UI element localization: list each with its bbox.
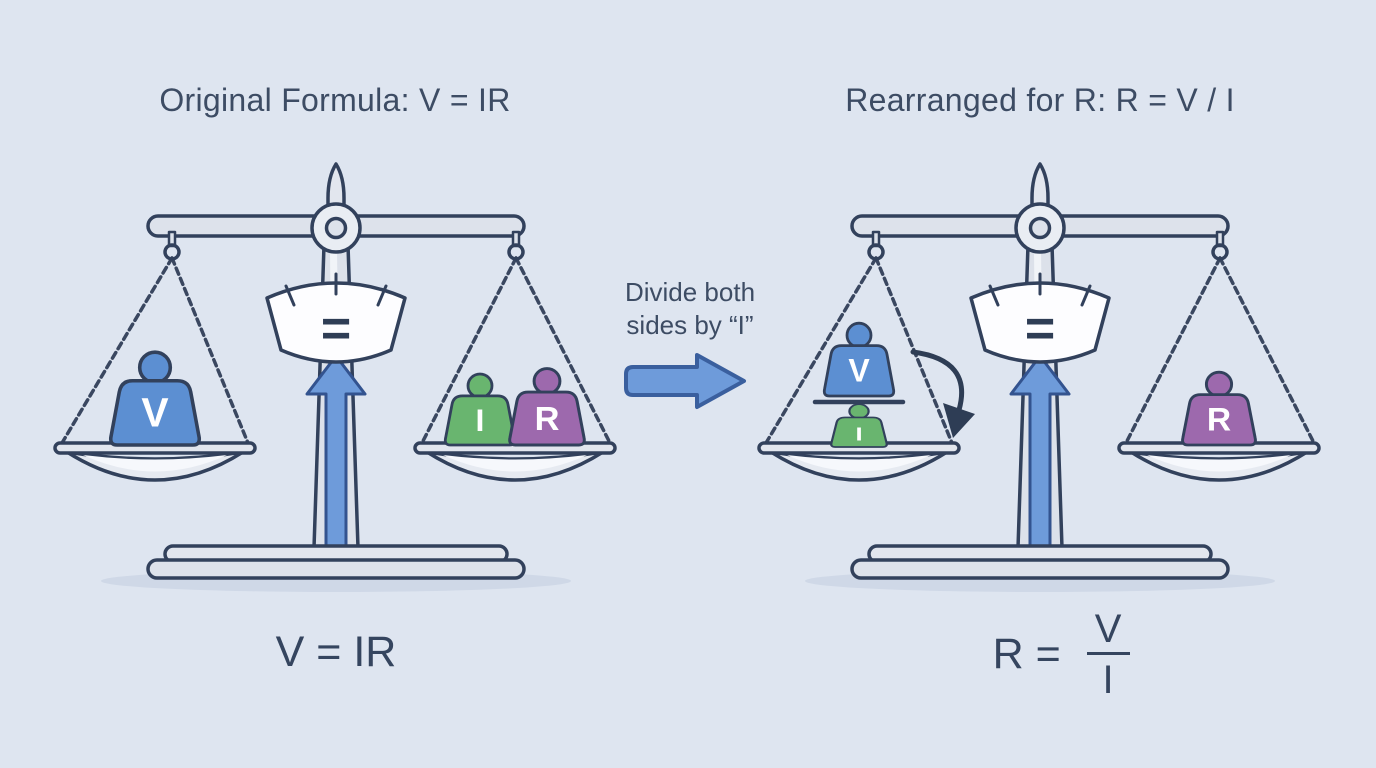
formula-rearranged: R = V I: [930, 606, 1200, 703]
right-balance-scale: = V I: [757, 162, 1321, 592]
weight-letter: V: [848, 353, 870, 389]
chain: [1218, 256, 1316, 445]
weight-i-denominator: I: [830, 403, 888, 448]
base-bottom: [850, 558, 1230, 580]
pan-left: [757, 441, 961, 482]
middle-note-line2: sides by “I”: [626, 310, 754, 340]
gauge-dial: [265, 281, 407, 364]
chains: [764, 256, 1316, 445]
gauge-ticks: [284, 272, 388, 307]
pan-left: [53, 441, 257, 482]
chain: [764, 256, 878, 445]
hanger-ring-right: [1211, 243, 1229, 261]
hanger-ring-right: [507, 243, 525, 261]
fraction: V I: [1079, 606, 1138, 703]
chain: [514, 256, 612, 445]
weight-letter: V: [141, 390, 168, 436]
pivot-hub: [324, 216, 348, 240]
right-title: Rearranged for R: R = V / I: [845, 82, 1235, 118]
weight-r: R: [1181, 370, 1257, 447]
equals-symbol: =: [1025, 300, 1055, 358]
right-arrow-icon: [624, 353, 746, 409]
chain: [170, 256, 250, 445]
chain: [1124, 256, 1222, 445]
formula-lhs: R =: [992, 630, 1061, 678]
gauge-dial: [969, 281, 1111, 364]
chain: [420, 256, 518, 445]
weight-letter: I: [855, 424, 862, 445]
fraction-numerator: V: [1094, 607, 1122, 651]
hanger-ring-left: [163, 243, 181, 261]
weight-letter: R: [1207, 401, 1232, 437]
gauge-ticks: [988, 272, 1092, 307]
fraction-denominator: I: [1086, 652, 1130, 703]
weight-letter: R: [535, 400, 560, 438]
pan-right: [413, 441, 617, 482]
weight-r: R: [508, 367, 586, 447]
base-bottom: [146, 558, 526, 580]
left-title: Original Formula: V = IR: [159, 82, 511, 118]
equals-symbol: =: [321, 300, 351, 358]
chain: [60, 256, 174, 445]
formula-original: V = IR: [275, 628, 397, 676]
chains: [60, 256, 612, 445]
curved-arrow-icon: [910, 349, 975, 438]
weight-i: I: [443, 372, 517, 447]
pan-right: [1117, 441, 1321, 482]
weight-v-numerator: V: [822, 321, 896, 398]
middle-note: Divide both sides by “I”: [585, 276, 795, 342]
weight-v: V: [108, 350, 202, 447]
left-balance-scale: = V I: [53, 162, 617, 592]
pivot-hub: [1028, 216, 1052, 240]
hanger-ring-left: [867, 243, 885, 261]
middle-note-line1: Divide both: [624, 277, 756, 307]
weight-letter: I: [476, 402, 485, 438]
